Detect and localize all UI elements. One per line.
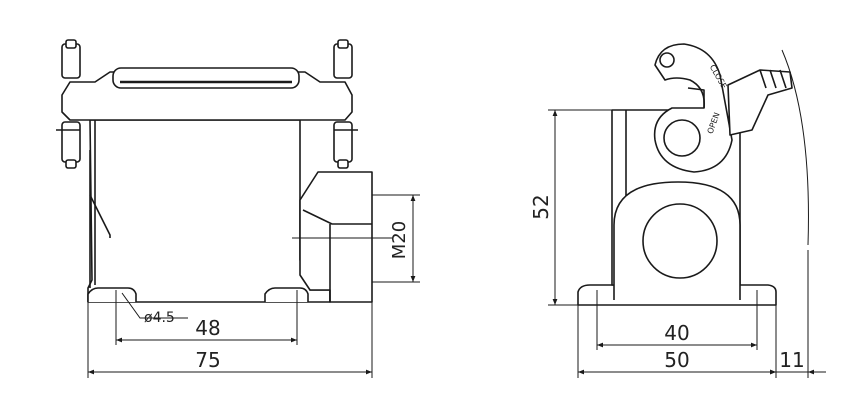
side-dimensions [548,109,826,378]
dim-75-label: 75 [195,348,220,372]
side-clip-ribs [759,69,787,89]
cable-entry [299,171,373,303]
side-view [577,43,809,306]
dim-40-label: 40 [664,321,689,345]
lever-pivot-top [659,52,675,68]
left-chamfer [89,194,111,238]
right-foot [264,287,309,302]
dim-m20-label: M20 [389,221,410,259]
hole-leader [121,292,188,319]
lever-pivot-main [663,119,701,157]
dim-48-label: 48 [195,316,220,340]
dim-50-label: 50 [664,348,689,372]
housing-body [87,119,331,303]
dim-52-label: 52 [529,194,553,219]
lid-handle [112,67,300,89]
side-dim-text: 52 40 50 11 [529,194,805,372]
left-foot [87,287,137,302]
lever-swing-arc [781,49,809,246]
right-latch [333,39,358,169]
side-clip [727,69,793,136]
left-latch [56,39,81,169]
lever-detail [687,87,705,108]
side-hole [642,203,718,279]
front-dimensions [87,194,420,378]
front-view [56,39,392,303]
front-dim-text: 75 48 ø4.5 M20 [144,221,410,372]
dim-11-label: 11 [779,348,804,372]
hole-dia-label: ø4.5 [144,310,175,326]
cable-entry-chamfer [302,209,372,225]
